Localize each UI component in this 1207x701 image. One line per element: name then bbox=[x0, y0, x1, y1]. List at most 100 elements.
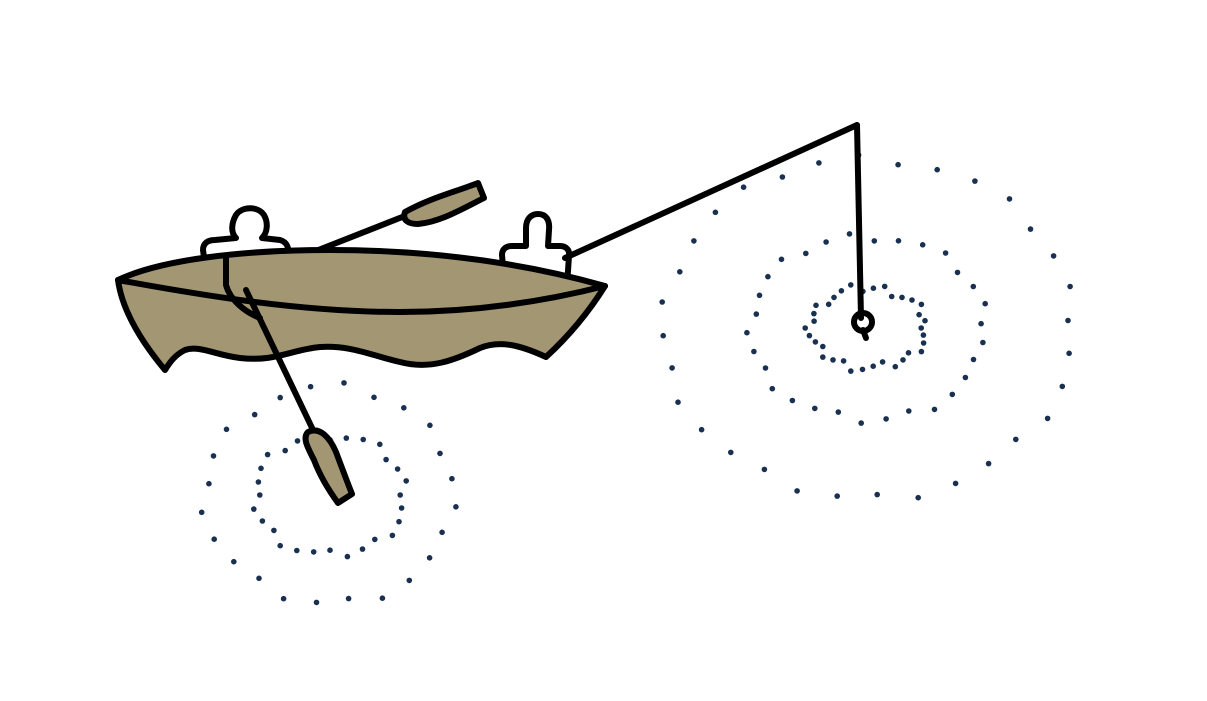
fishing-line bbox=[562, 122, 875, 341]
ripple-dot bbox=[942, 250, 949, 256]
ripple-dot bbox=[360, 436, 367, 443]
ripple-dot bbox=[231, 558, 237, 565]
ripple-dot bbox=[848, 368, 854, 374]
ripple-dot bbox=[1044, 415, 1051, 422]
ripple-dot bbox=[379, 595, 386, 601]
ripple-dot bbox=[870, 285, 877, 292]
ripple-dot bbox=[372, 536, 378, 543]
ripple-dot bbox=[223, 426, 230, 433]
ripple-dot bbox=[909, 297, 915, 303]
ripple-dot bbox=[806, 332, 813, 339]
ripple-dot bbox=[812, 339, 819, 345]
ripple-dot bbox=[294, 438, 301, 444]
ripple-dot bbox=[1067, 283, 1073, 290]
ripple-dot bbox=[820, 343, 826, 350]
ripple-dot bbox=[881, 283, 888, 290]
ripple-dot bbox=[313, 599, 320, 606]
ripple-dot bbox=[900, 357, 906, 363]
ripple-dot bbox=[251, 411, 258, 418]
ripple-dot bbox=[691, 238, 697, 244]
ripple-dot bbox=[895, 238, 902, 244]
ripple-dot bbox=[383, 456, 389, 463]
ripple-dot bbox=[453, 504, 459, 510]
ripple-dot bbox=[756, 292, 763, 299]
ripple-dot bbox=[761, 466, 768, 473]
ripple-dot bbox=[257, 492, 263, 498]
ripple-dot bbox=[660, 332, 666, 339]
ripple-dot bbox=[870, 363, 876, 370]
ripple-dot bbox=[811, 318, 817, 325]
ripple-dot bbox=[980, 339, 986, 346]
ripple-dot bbox=[659, 299, 665, 305]
ripple-dot bbox=[264, 451, 271, 458]
ripple-dot bbox=[970, 356, 977, 363]
ripple-dot bbox=[259, 518, 266, 524]
ripple-dot bbox=[858, 420, 864, 426]
ripple-dots bbox=[198, 152, 1073, 606]
ripple-dot bbox=[669, 365, 675, 371]
ripple-dot bbox=[327, 547, 333, 553]
ripple-dot bbox=[830, 357, 836, 363]
ripple-dot bbox=[918, 325, 924, 331]
ripple-dot bbox=[398, 505, 405, 511]
ripple-dot bbox=[813, 302, 819, 309]
ripple-dot bbox=[277, 394, 284, 401]
ripple-dot bbox=[919, 242, 926, 248]
ripple-dot bbox=[794, 488, 800, 494]
ripple-dot bbox=[294, 547, 300, 554]
ripple-dot bbox=[389, 532, 396, 539]
ripple-dot bbox=[922, 317, 928, 324]
ripple-dot bbox=[396, 518, 402, 525]
ripple-dot bbox=[820, 354, 826, 360]
ripple-dot bbox=[962, 374, 969, 381]
ripple-dot bbox=[258, 465, 264, 472]
ripple-dot bbox=[256, 575, 262, 582]
ripple-dot bbox=[879, 359, 886, 365]
ripple-dot bbox=[789, 397, 796, 404]
ripple-dot bbox=[1027, 226, 1034, 232]
ripple-dot bbox=[934, 166, 940, 173]
ripple-dot bbox=[778, 256, 785, 263]
ripple-dot bbox=[846, 231, 853, 237]
ripple-dot bbox=[825, 301, 832, 308]
ripple-dot bbox=[895, 161, 901, 168]
ripple-dot bbox=[1065, 317, 1071, 324]
ripple-dot bbox=[439, 529, 445, 536]
ripple-dot bbox=[255, 479, 262, 485]
ripple-dot bbox=[765, 273, 771, 280]
ripple-dot bbox=[271, 527, 277, 534]
ripple-dot bbox=[1059, 383, 1066, 390]
ripple-dot bbox=[918, 301, 925, 308]
ripple-dot bbox=[251, 506, 257, 512]
ripple-dot bbox=[1006, 196, 1013, 202]
ripple-dot bbox=[403, 478, 410, 484]
boat-inner-rim bbox=[115, 277, 608, 315]
ripple-dot bbox=[1050, 253, 1057, 259]
ripple-dot bbox=[394, 466, 401, 472]
oar-ripple bbox=[198, 380, 459, 606]
ripple-dot bbox=[677, 269, 683, 275]
ripple-dot bbox=[848, 282, 854, 288]
ripple-dot bbox=[802, 325, 808, 331]
ripple-dot bbox=[377, 441, 383, 448]
lower-oar-blade bbox=[302, 427, 355, 506]
ripple-dot bbox=[728, 449, 734, 456]
ripple-dot bbox=[915, 494, 921, 501]
ripple-dot bbox=[397, 492, 404, 498]
ripple-dot bbox=[812, 405, 818, 412]
ripple-dot bbox=[698, 426, 705, 433]
ripple-dot bbox=[210, 453, 217, 459]
upper-oar-blade bbox=[401, 180, 487, 227]
ripple-dot bbox=[803, 250, 809, 257]
ripple-dot bbox=[883, 416, 889, 422]
hook-ripple bbox=[659, 152, 1073, 501]
ripple-dot bbox=[779, 174, 786, 180]
ripple-dot bbox=[437, 450, 443, 457]
ripple-dot bbox=[811, 310, 817, 317]
ripple-dot bbox=[344, 553, 351, 560]
ripple-dot bbox=[874, 491, 880, 498]
rowboat bbox=[115, 247, 608, 373]
ripple-dot bbox=[871, 238, 878, 244]
ripple-dot bbox=[888, 293, 895, 300]
ripple-dot bbox=[345, 595, 352, 602]
